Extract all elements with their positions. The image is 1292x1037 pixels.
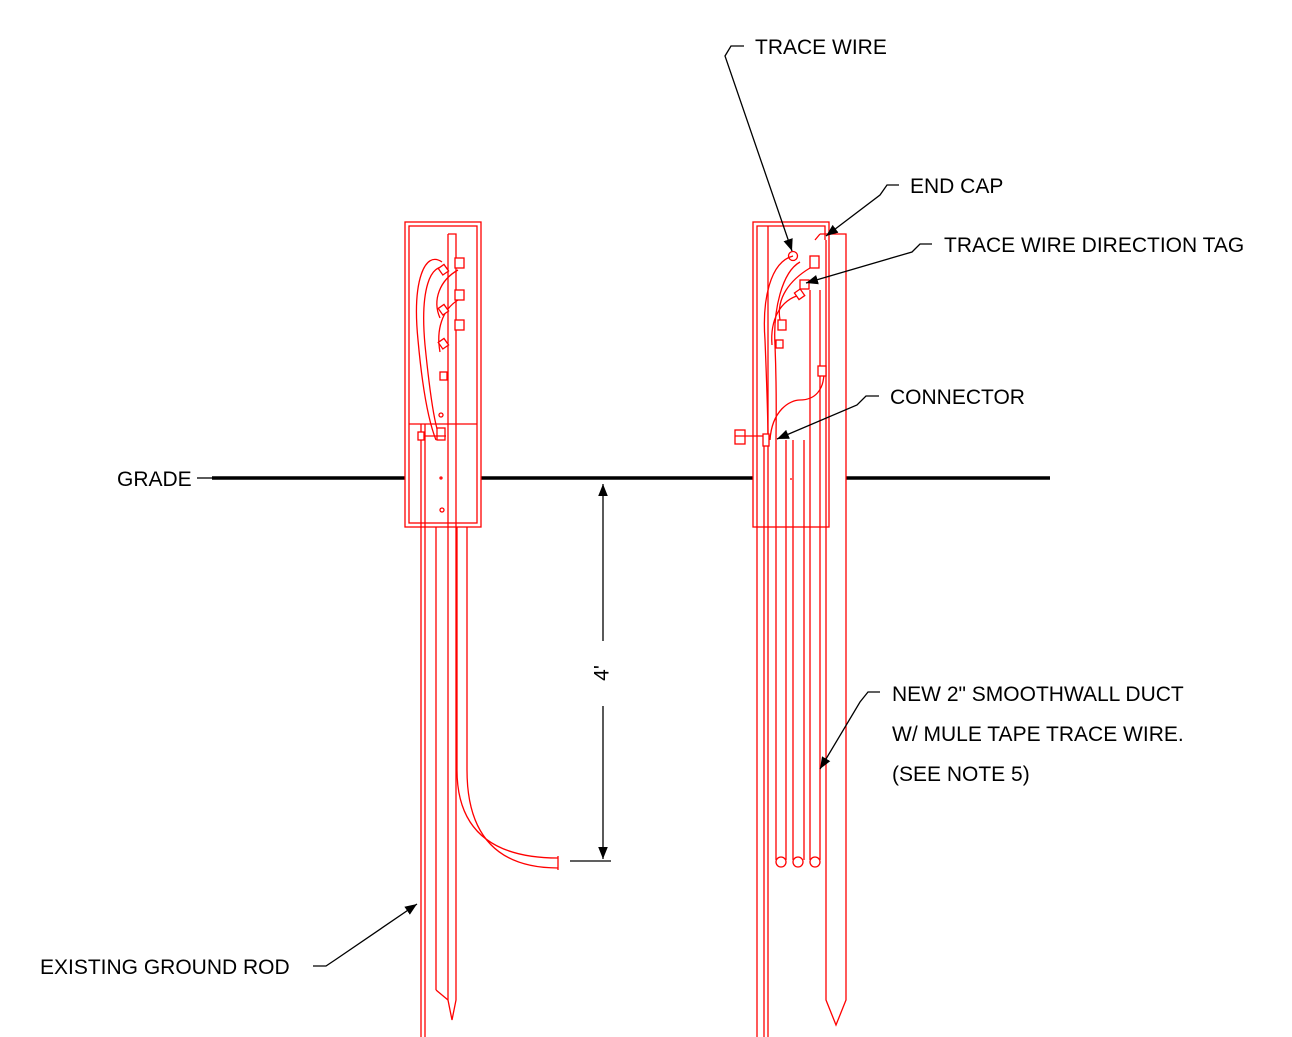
left-pedestal-assembly <box>404 221 559 1037</box>
grade-label: GRADE <box>117 468 192 491</box>
leaders <box>197 45 932 967</box>
right-pedestal-assembly <box>734 221 847 1037</box>
end-cap-label: END CAP <box>910 175 1003 198</box>
direction-tag-label: TRACE WIRE DIRECTION TAG <box>944 234 1244 257</box>
depth-dimension: 4' <box>570 484 614 862</box>
connector-label: CONNECTOR <box>890 386 1025 409</box>
dimension-label: 4' <box>591 665 614 681</box>
duct-label-line2: W/ MULE TAPE TRACE WIRE. <box>892 723 1184 746</box>
duct-label-line1: NEW 2" SMOOTHWALL DUCT <box>892 683 1184 706</box>
trace-wire-label: TRACE WIRE <box>755 36 887 59</box>
ground-rod-label: EXISTING GROUND ROD <box>40 956 290 979</box>
duct-label-line3: (SEE NOTE 5) <box>892 763 1030 786</box>
